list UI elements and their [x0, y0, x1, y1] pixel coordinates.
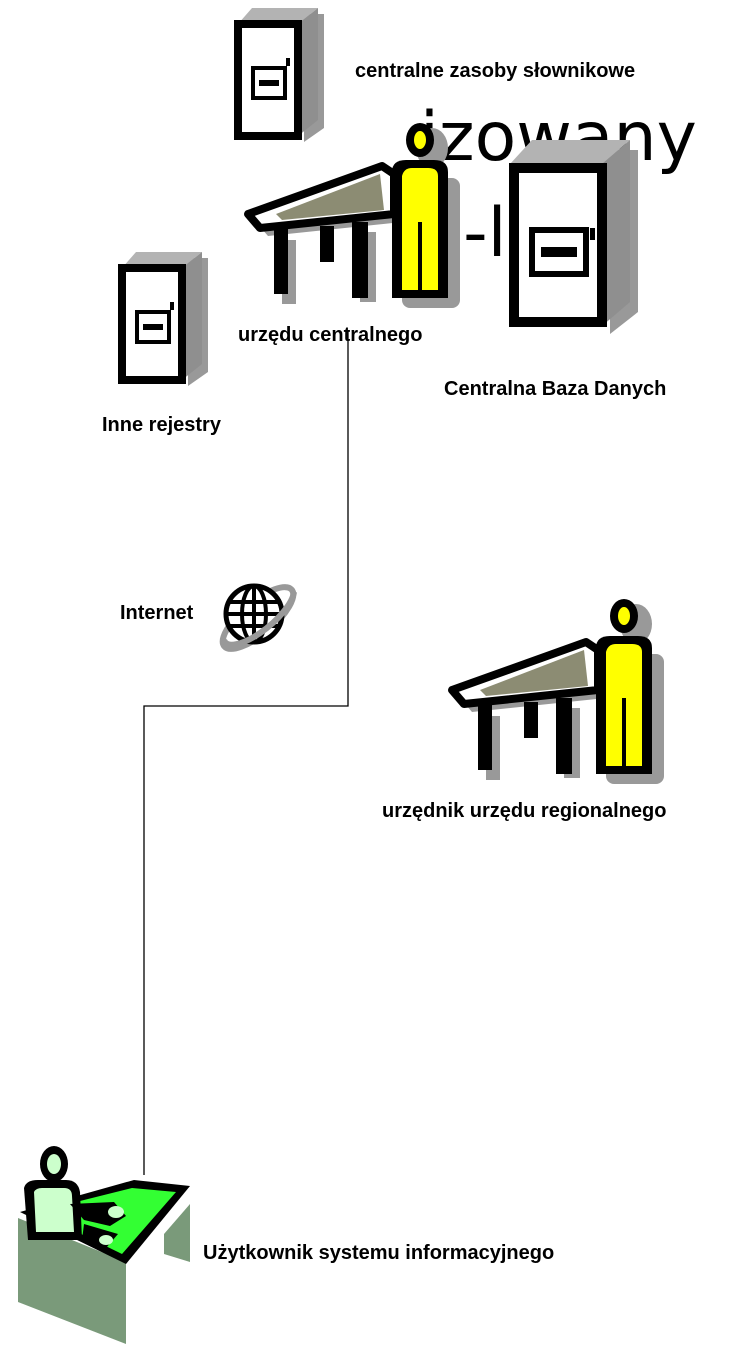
system-user-label: Użytkownik systemu informacyjnego	[203, 1242, 555, 1264]
other-registers-label: Inne rejestry	[102, 414, 221, 436]
dictionary-server-icon	[234, 8, 324, 142]
other-registers-server-icon	[118, 252, 208, 386]
internet-label: Internet	[120, 602, 194, 624]
central-office-clerk-icon	[244, 123, 460, 308]
central-dictionaries-label: centralne zasoby słownikowe	[355, 60, 636, 82]
internet-globe-icon	[219, 583, 297, 652]
central-database-server-icon	[509, 140, 638, 334]
regional-clerk-label: urzędnik urzędu regionalnego	[382, 800, 667, 822]
regional-office-clerk-icon	[448, 599, 664, 784]
central-office-label: urzędu centralnego	[238, 324, 423, 346]
central-database-label: Centralna Baza Danych	[444, 378, 667, 400]
system-user-icon	[18, 1146, 190, 1344]
